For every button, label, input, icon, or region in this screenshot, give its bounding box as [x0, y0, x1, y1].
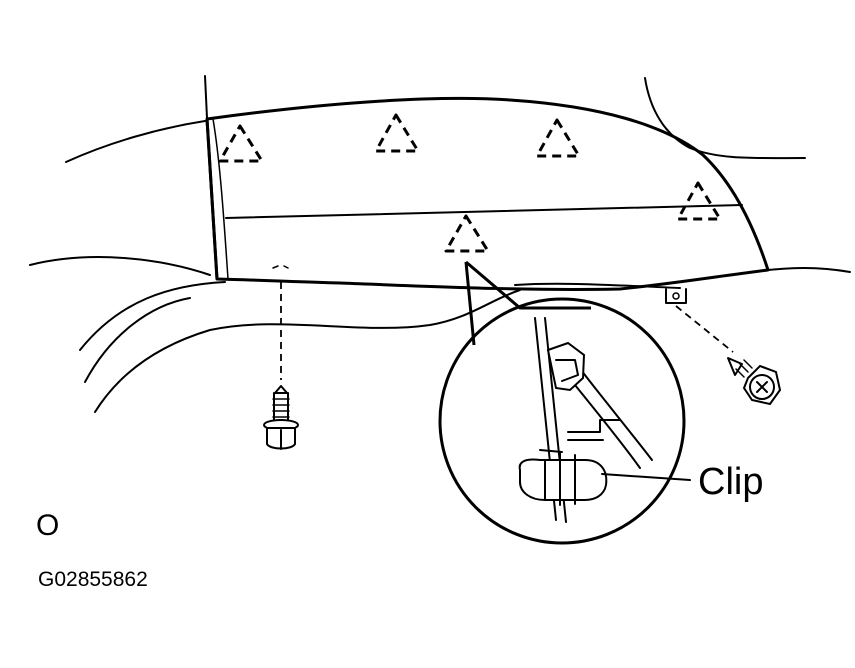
- body-panel-lines: [65, 75, 851, 273]
- figure-code: G02855862: [38, 568, 148, 591]
- clip-mark-3: [535, 118, 581, 158]
- left-screw-assembly: [263, 265, 299, 450]
- clip-mark-4: [676, 181, 722, 221]
- hex-bolt-icon: [727, 357, 782, 406]
- clip-label: Clip: [698, 461, 764, 503]
- clip-mark-5: [444, 214, 490, 253]
- wheel-arch-lines: [29, 256, 681, 413]
- clip-detail-callout: [438, 260, 691, 545]
- clip-mark-1: [218, 124, 264, 163]
- right-bolt-assembly: [665, 288, 782, 406]
- clip-mark-2: [374, 113, 420, 153]
- tapping-screw-icon: [263, 385, 299, 450]
- mark-label: O: [36, 509, 60, 542]
- mudguard-panel: [205, 96, 770, 291]
- clip-marks: [218, 113, 722, 253]
